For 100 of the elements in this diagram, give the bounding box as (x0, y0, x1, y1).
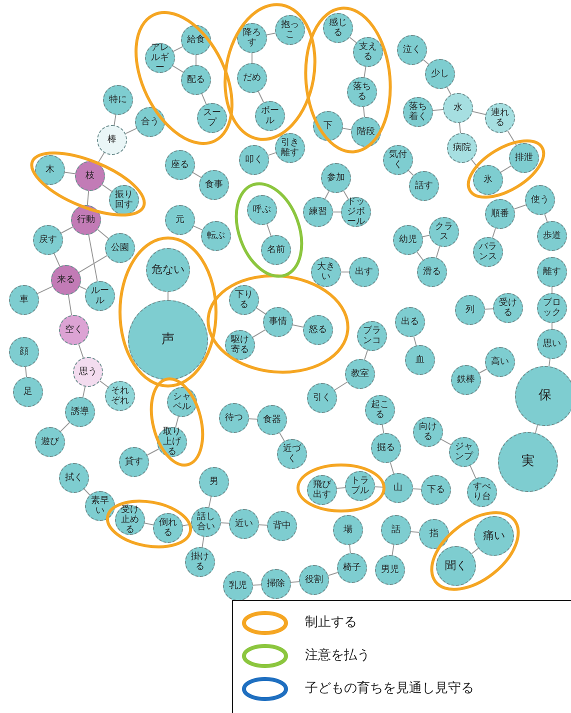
edge-line (342, 128, 352, 130)
word-circle: 滑る (417, 257, 447, 287)
edge-line (102, 184, 112, 192)
word-circle: 出る (395, 307, 425, 337)
edge-line (220, 522, 230, 524)
word-circle: 誘導 (65, 397, 95, 427)
edge-line (268, 152, 276, 156)
edge-line (412, 488, 422, 490)
word-circle: 取り上げる (157, 427, 187, 457)
word-circle: 掛ける (185, 547, 215, 577)
word-circle: 椅子 (337, 553, 367, 583)
word-circle: 落ちる (347, 77, 377, 107)
edge-line (208, 496, 212, 508)
edge-line (484, 308, 494, 310)
edge-line (125, 128, 137, 134)
word-circle: 掘る (371, 433, 401, 463)
legend-label: 注意を払う (305, 647, 370, 665)
edge-line (256, 308, 266, 314)
edge-line (349, 36, 357, 44)
word-circle: 叩く (239, 145, 269, 175)
edge-line (382, 424, 384, 434)
word-circle: 遊び (35, 427, 65, 457)
word-circle: 鉄棒 (451, 365, 481, 395)
edge-line (84, 488, 90, 496)
edge-line (88, 234, 98, 282)
edge-line (64, 172, 76, 174)
word-circle: 行動 (71, 205, 101, 235)
edge-line (144, 522, 154, 526)
word-circle: 給食 (181, 25, 211, 55)
word-circle: 泣く (397, 35, 427, 65)
word-circle: 連れる (485, 103, 515, 133)
word-circle: 名前 (261, 235, 291, 265)
word-circle: 公園 (105, 233, 135, 263)
edge-line (514, 204, 526, 210)
word-circle: 話す (409, 171, 439, 201)
word-circle: 駆け寄る (225, 330, 255, 360)
edge-line (535, 424, 538, 434)
word-circle: 向ける (413, 417, 443, 447)
word-circle: バランス (473, 237, 503, 267)
edge-line (97, 229, 109, 239)
edge-line (54, 253, 60, 267)
word-circle: 来る (51, 265, 81, 295)
edge-line (266, 224, 272, 236)
word-circle: ボール (255, 101, 285, 131)
word-circle: 足 (13, 377, 43, 407)
edge-line (97, 152, 105, 164)
edge-line (408, 170, 414, 176)
edge-line (60, 422, 70, 432)
word-circle: 怒る (303, 315, 333, 345)
word-circle: 痛い (474, 516, 514, 556)
word-circle: 降ろす (237, 23, 267, 53)
word-circle: 引く (307, 383, 337, 413)
edge-line (78, 344, 84, 358)
edge-line (252, 329, 266, 338)
edge-line (78, 255, 108, 273)
edge-line (60, 226, 74, 234)
word-circle: 支える (353, 37, 383, 67)
edge-line (422, 234, 430, 238)
edge-line (363, 106, 365, 118)
word-circle: 危ない (146, 248, 190, 292)
word-circle: 高い (485, 347, 515, 377)
word-circle: それぞれ (105, 381, 135, 411)
word-circle: 近づく (277, 439, 307, 469)
word-circle: 参加 (321, 163, 351, 193)
edge-line (349, 544, 351, 554)
legend-label: 子どもの育ちを見通し見守る (305, 680, 474, 698)
word-circle: 病院 (447, 133, 477, 163)
word-circle: 思い (537, 329, 567, 359)
edge-line (364, 350, 368, 360)
word-circle: クラス (429, 217, 459, 247)
word-circle: 食事 (199, 170, 229, 200)
word-circle: 階段 (351, 117, 381, 147)
edge-line (544, 214, 548, 222)
edge-line (471, 548, 479, 554)
word-circle: 引き離す (275, 133, 305, 163)
word-circle: 枝 (75, 161, 105, 191)
word-circle: 聞く (436, 546, 476, 586)
word-circle: 教室 (345, 359, 375, 389)
word-circle: 倒れる (153, 513, 183, 543)
word-circle: 受ける (493, 293, 523, 323)
word-circle: 思う (73, 357, 103, 387)
edge-line (172, 46, 184, 52)
edge-line (79, 286, 87, 290)
edge-line (390, 462, 394, 474)
word-circle: 使う (525, 185, 555, 215)
edge-line (364, 66, 366, 78)
legend-label: 制止する (305, 614, 357, 632)
edge-line (392, 544, 394, 556)
edge-line (410, 531, 420, 533)
edge-line (292, 324, 304, 328)
word-circle: 役割 (299, 565, 329, 595)
word-circle: 幼児 (393, 225, 423, 255)
word-circle: 実 (498, 432, 558, 492)
edge-line (324, 190, 330, 200)
edge-line (100, 380, 108, 388)
edge-line (175, 416, 179, 428)
word-circle: 事情 (263, 307, 293, 337)
word-circle: 起こる (365, 395, 395, 425)
word-circle: 貸す (119, 447, 149, 477)
edge-line (446, 86, 452, 96)
